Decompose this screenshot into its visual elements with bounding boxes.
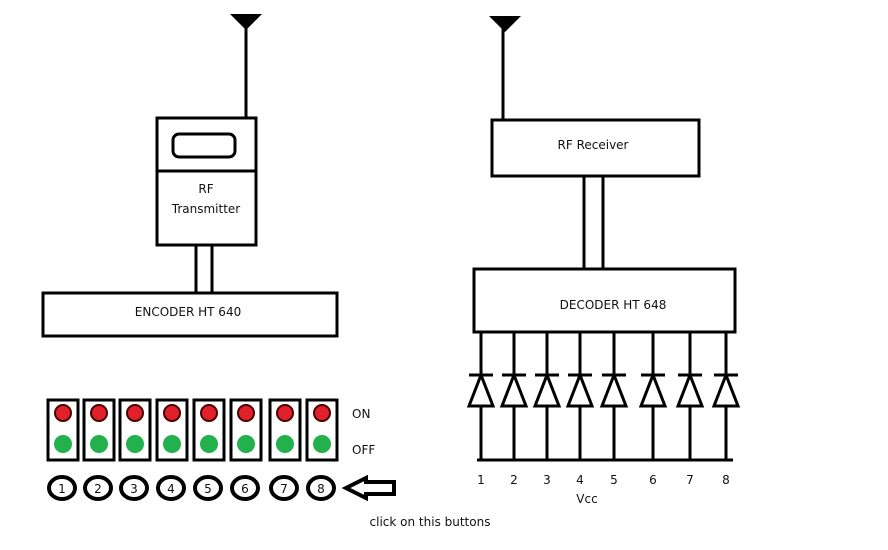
output-label: 4 — [576, 473, 584, 487]
switch-panel: 1 2 3 4 5 6 7 8 — [46, 398, 339, 501]
transmitter-bus — [194, 245, 214, 293]
transmitter-antenna-icon — [230, 14, 262, 118]
on-led-icon — [237, 404, 255, 422]
vcc-label: Vcc — [576, 492, 597, 506]
diode-icon — [565, 332, 595, 460]
output-label: 5 — [610, 473, 618, 487]
diode-icon — [466, 332, 496, 460]
left-arrow-icon — [341, 474, 396, 502]
on-led-icon — [90, 404, 108, 422]
switch-button-label: 8 — [317, 482, 325, 496]
rf-transmitter-label-2: Transmitter — [171, 202, 241, 216]
on-led-icon — [313, 404, 331, 422]
switch-button-label: 6 — [241, 482, 249, 496]
diode-icon — [499, 332, 529, 460]
off-led-icon — [237, 435, 255, 453]
off-led-icon — [313, 435, 331, 453]
switch-button-label: 3 — [130, 482, 138, 496]
switch-button-1[interactable]: 1 — [47, 475, 77, 501]
off-label: OFF — [352, 443, 375, 457]
on-led-icon — [163, 404, 181, 422]
switch-button-7[interactable]: 7 — [269, 475, 299, 501]
switch-button-label: 4 — [167, 482, 175, 496]
encoder-label: ENCODER HT 640 — [135, 305, 241, 319]
switch-indicator — [118, 398, 152, 462]
diode-icon — [638, 332, 668, 460]
output-label: 7 — [686, 473, 694, 487]
output-label: 3 — [543, 473, 551, 487]
switch-indicator — [229, 398, 263, 462]
switch-button-3[interactable]: 3 — [119, 475, 149, 501]
switch-indicator — [192, 398, 226, 462]
receiver-bus — [582, 176, 605, 269]
switch-button-label: 1 — [58, 482, 66, 496]
receiver-antenna-icon — [489, 16, 521, 120]
output-label: 8 — [722, 473, 730, 487]
rf-receiver-label: RF Receiver — [558, 138, 629, 152]
diode-icon — [675, 332, 705, 460]
diode-icon — [599, 332, 629, 460]
decoder-label: DECODER HT 648 — [560, 298, 667, 312]
on-led-icon — [276, 404, 294, 422]
output-label: 6 — [649, 473, 657, 487]
hint-text: click on this buttons — [370, 515, 491, 529]
switch-button-8[interactable]: 8 — [306, 475, 336, 501]
diode-icon — [711, 332, 741, 460]
switch-button-label: 5 — [204, 482, 212, 496]
output-label: 2 — [510, 473, 518, 487]
decoder: DECODER HT 648 — [472, 267, 737, 334]
diode-array — [466, 332, 741, 460]
switch-indicator — [268, 398, 302, 462]
off-led-icon — [200, 435, 218, 453]
rf-receiver: RF Receiver — [490, 118, 701, 178]
switch-button-2[interactable]: 2 — [83, 475, 113, 501]
switch-button-label: 2 — [94, 482, 102, 496]
switch-indicator — [305, 398, 339, 462]
on-led-icon — [54, 404, 72, 422]
switch-indicator — [155, 398, 189, 462]
off-led-icon — [126, 435, 144, 453]
on-led-icon — [200, 404, 218, 422]
transmitter-display — [171, 132, 237, 159]
switch-indicator — [82, 398, 116, 462]
output-labels: 1 2 3 4 5 6 7 8 — [477, 473, 730, 487]
switch-button-4[interactable]: 4 — [156, 475, 186, 501]
switch-button-label: 7 — [280, 482, 288, 496]
encoder: ENCODER HT 640 — [41, 291, 339, 338]
switch-button-6[interactable]: 6 — [230, 475, 260, 501]
rf-transmitter-label-1: RF — [198, 182, 213, 196]
switch-indicator — [46, 398, 80, 462]
output-label: 1 — [477, 473, 485, 487]
off-led-icon — [54, 435, 72, 453]
off-led-icon — [163, 435, 181, 453]
switch-button-5[interactable]: 5 — [193, 475, 223, 501]
on-label: ON — [352, 407, 370, 421]
rf-transmitter: RF Transmitter — [155, 116, 258, 247]
off-led-icon — [276, 435, 294, 453]
on-led-icon — [126, 404, 144, 422]
off-led-icon — [90, 435, 108, 453]
diode-icon — [532, 332, 562, 460]
